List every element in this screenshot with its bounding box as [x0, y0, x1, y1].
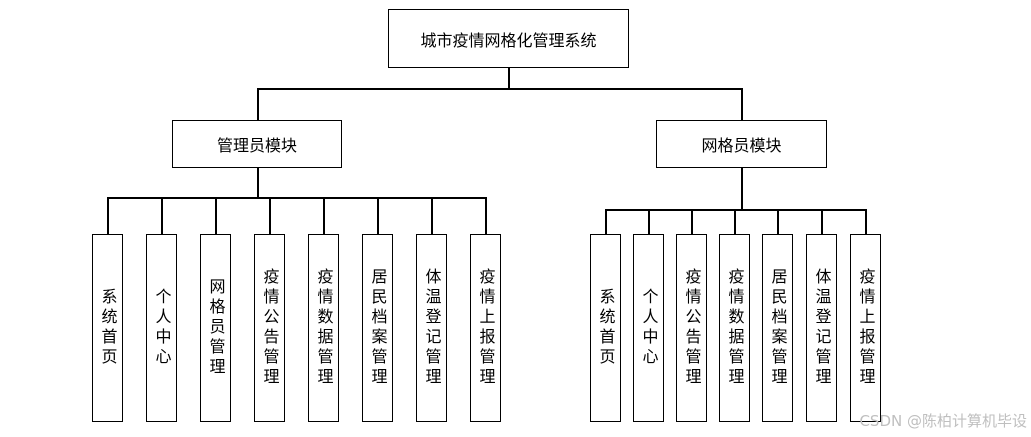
grid-child-label: 疫情上报管理 [856, 268, 876, 388]
grid-child-label: 疫情数据管理 [725, 268, 745, 388]
connector-admin-child [269, 197, 271, 234]
admin-child-node: 疫情上报管理 [470, 234, 501, 422]
grid-child-node: 疫情数据管理 [719, 234, 750, 422]
connector-admin-horizontal [107, 197, 487, 199]
grid-module-label: 网格员模块 [701, 136, 782, 155]
admin-child-node: 系统首页 [92, 234, 123, 422]
grid-child-node: 体温登记管理 [806, 234, 837, 422]
connector-admin-child [323, 197, 325, 234]
connector-grid-child [605, 209, 607, 234]
grid-child-node: 疫情上报管理 [850, 234, 881, 422]
grid-child-label: 居民档案管理 [768, 268, 788, 388]
connector-admin-child [431, 197, 433, 234]
connector-admin-child [161, 197, 163, 234]
grid-child-label: 系统首页 [596, 288, 616, 368]
grid-child-node: 个人中心 [633, 234, 664, 422]
grid-child-label: 个人中心 [639, 288, 659, 368]
root-node: 城市疫情网格化管理系统 [388, 9, 629, 68]
admin-child-label: 疫情公告管理 [260, 268, 280, 388]
connector-root-down [508, 68, 510, 88]
admin-child-node: 网格员管理 [200, 234, 231, 422]
admin-child-node: 疫情公告管理 [254, 234, 285, 422]
connector-admin-child [107, 197, 109, 234]
connector-grid-child [734, 209, 736, 234]
admin-child-label: 体温登记管理 [422, 268, 442, 388]
grid-module-node: 网格员模块 [656, 120, 827, 168]
admin-child-node: 个人中心 [146, 234, 177, 422]
admin-child-label: 网格员管理 [206, 278, 226, 378]
connector-admin-child [215, 197, 217, 234]
connector-grid-child [648, 209, 650, 234]
grid-child-node: 居民档案管理 [762, 234, 793, 422]
admin-child-label: 疫情上报管理 [476, 268, 496, 388]
admin-child-label: 居民档案管理 [368, 268, 388, 388]
connector-admin-down [257, 168, 259, 198]
grid-child-node: 系统首页 [590, 234, 621, 422]
watermark-text: CSDN @陈柏计算机毕设 [859, 412, 1027, 430]
connector-admin-child [377, 197, 379, 234]
connector-to-grid [741, 88, 743, 120]
admin-child-node: 居民档案管理 [362, 234, 393, 422]
admin-module-label: 管理员模块 [216, 136, 297, 155]
admin-child-node: 体温登记管理 [416, 234, 447, 422]
connector-grid-child [691, 209, 693, 234]
grid-child-label: 疫情公告管理 [682, 268, 702, 388]
connector-admin-child [485, 197, 487, 234]
admin-child-label: 疫情数据管理 [314, 268, 334, 388]
root-node-label: 城市疫情网格化管理系统 [420, 30, 597, 50]
grid-child-node: 疫情公告管理 [676, 234, 707, 422]
admin-child-node: 疫情数据管理 [308, 234, 339, 422]
admin-child-label: 系统首页 [98, 288, 118, 368]
connector-grid-child [821, 209, 823, 234]
connector-grid-child [865, 209, 867, 234]
grid-child-label: 体温登记管理 [812, 268, 832, 388]
admin-module-node: 管理员模块 [172, 120, 342, 168]
connector-grid-horizontal [605, 209, 867, 211]
connector-grid-child [777, 209, 779, 234]
connector-to-admin [257, 88, 259, 120]
admin-child-label: 个人中心 [152, 288, 172, 368]
connector-root-horizontal [257, 88, 743, 90]
connector-grid-down [741, 168, 743, 210]
